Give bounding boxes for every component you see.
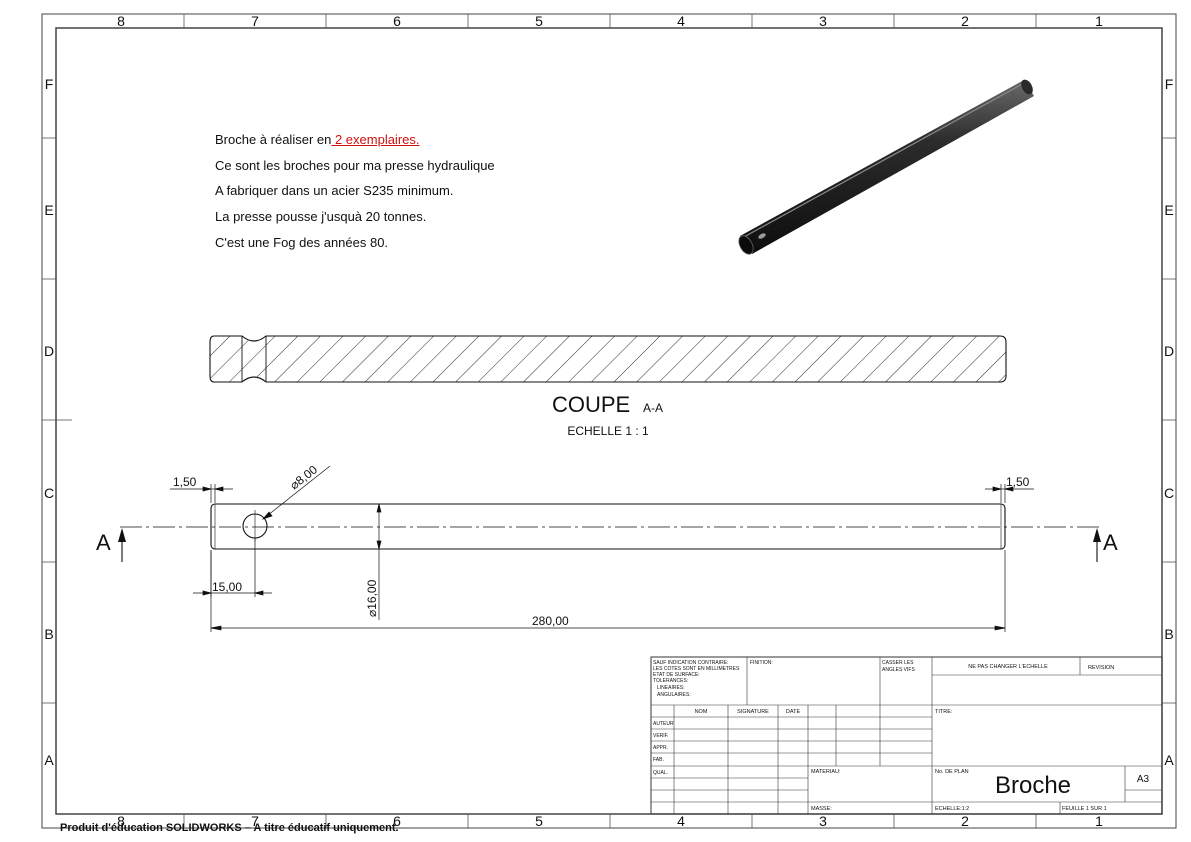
col-label-4: 4 bbox=[677, 13, 685, 29]
row-label-a: A bbox=[44, 752, 54, 768]
col-label-3-bottom: 3 bbox=[819, 813, 827, 829]
tb-col-signature: SIGNATURE bbox=[737, 709, 769, 715]
dim-shaft-diameter: ⌀16,00 bbox=[365, 579, 379, 617]
row-label-c: C bbox=[44, 485, 54, 501]
col-label-6: 6 bbox=[393, 13, 401, 29]
dim-hole-offset: 15,00 bbox=[212, 580, 242, 594]
tb-edges-2: ANGLES VIFS bbox=[882, 667, 915, 673]
tb-edges-1: CASSER LES bbox=[882, 660, 914, 666]
col-label-7: 7 bbox=[251, 13, 259, 29]
tb-role-qual: QUAL. bbox=[653, 770, 668, 776]
col-label-1: 1 bbox=[1095, 13, 1103, 29]
tb-note-4: TOLERANCES: bbox=[653, 678, 688, 684]
educational-watermark: Produit d'éducation SOLIDWORKS – A titre… bbox=[60, 822, 399, 834]
tb-drawing-name: Broche bbox=[995, 772, 1071, 799]
section-title: COUPE bbox=[552, 392, 630, 417]
col-label-5-bottom: 5 bbox=[535, 813, 543, 829]
tb-note-2: LES COTES SONT EN MILLIMETRES bbox=[653, 666, 740, 672]
outer-border bbox=[41, 13, 1177, 829]
dim-chamfer-left: 1,50 bbox=[173, 475, 197, 489]
tb-material: MATERIAU: bbox=[811, 769, 841, 775]
tb-drawing-no: No. DE PLAN bbox=[935, 769, 969, 775]
section-scale: ECHELLE 1 : 1 bbox=[567, 424, 649, 438]
note-line-4: La presse pousse j'usquà 20 tonnes. bbox=[215, 209, 427, 224]
tb-note-6: ANGULAIRES: bbox=[657, 692, 691, 698]
tb-no-scale: NE PAS CHANGER L'ECHELLE bbox=[968, 664, 1048, 670]
section-title-suffix: A-A bbox=[643, 401, 663, 415]
note-line-1: Broche à réaliser en 2 exemplaires. bbox=[215, 132, 420, 147]
section-label-right: A bbox=[1103, 530, 1118, 555]
section-arrow-left bbox=[118, 528, 126, 562]
section-arrow-right bbox=[1093, 528, 1101, 562]
note-line-1-highlight: 2 exemplaires. bbox=[331, 132, 420, 147]
row-label-f-right: F bbox=[1165, 76, 1174, 92]
tb-col-date: DATE bbox=[786, 709, 801, 715]
col-label-7-bottom: 7 bbox=[251, 813, 259, 829]
tb-role-appr: APPR. bbox=[653, 745, 668, 751]
row-label-e: E bbox=[44, 202, 53, 218]
row-label-a-right: A bbox=[1164, 752, 1174, 768]
tb-role-fab: FAB. bbox=[653, 757, 664, 763]
row-label-e-right: E bbox=[1164, 202, 1173, 218]
title-block bbox=[650, 656, 1163, 815]
row-label-b-right: B bbox=[1164, 626, 1173, 642]
inner-border bbox=[55, 27, 1163, 815]
dimension-lines bbox=[170, 465, 1034, 632]
tb-finish: FINITION: bbox=[750, 660, 773, 666]
col-label-1-bottom: 1 bbox=[1095, 813, 1103, 829]
tb-col-name: NOM bbox=[695, 709, 708, 715]
row-label-b: B bbox=[44, 626, 53, 642]
note-line-3: A fabriquer dans un acier S235 minimum. bbox=[215, 183, 454, 198]
note-line-1-prefix: Broche à réaliser en bbox=[215, 132, 332, 147]
row-label-d-right: D bbox=[1164, 343, 1174, 359]
col-label-8: 8 bbox=[117, 13, 125, 29]
tb-title-label: TITRE: bbox=[935, 709, 953, 715]
col-label-3: 3 bbox=[819, 13, 827, 29]
tb-note-5: LINEAIRES: bbox=[657, 685, 685, 691]
section-view-a-a bbox=[209, 335, 1007, 383]
dim-chamfer-right: 1,50 bbox=[1006, 475, 1030, 489]
tb-sheet: FEUILLE 1 SUR 1 bbox=[1062, 806, 1107, 812]
tb-note-3: ETAT DE SURFACE: bbox=[653, 672, 700, 678]
tb-scale: ECHELLE:1:2 bbox=[935, 806, 969, 812]
section-label-left: A bbox=[96, 530, 111, 555]
tb-note-1: SAUF INDICATION CONTRAIRE: bbox=[653, 660, 728, 666]
zone-dividers bbox=[42, 14, 1176, 828]
col-label-5: 5 bbox=[535, 13, 543, 29]
col-label-4-bottom: 4 bbox=[677, 813, 685, 829]
note-line-2: Ce sont les broches pour ma presse hydra… bbox=[215, 158, 495, 173]
tb-format: A3 bbox=[1137, 774, 1150, 785]
row-label-c-right: C bbox=[1164, 485, 1174, 501]
col-label-2-bottom: 2 bbox=[961, 813, 969, 829]
row-label-d: D bbox=[44, 343, 54, 359]
isometric-pin-view bbox=[738, 79, 1034, 255]
tb-mass: MASSE: bbox=[811, 806, 832, 812]
tb-role-author: AUTEUR bbox=[653, 721, 674, 727]
dim-length: 280,00 bbox=[532, 614, 569, 628]
note-line-5: C'est une Fog des années 80. bbox=[215, 235, 389, 250]
tb-role-verif: VERIF. bbox=[653, 733, 669, 739]
row-label-f: F bbox=[45, 76, 54, 92]
col-label-2: 2 bbox=[961, 13, 969, 29]
tb-revision: REVISION bbox=[1088, 665, 1114, 671]
col-label-6-bottom: 6 bbox=[393, 813, 401, 829]
front-view-pin bbox=[120, 503, 1100, 550]
col-label-8-bottom: 8 bbox=[117, 813, 125, 829]
